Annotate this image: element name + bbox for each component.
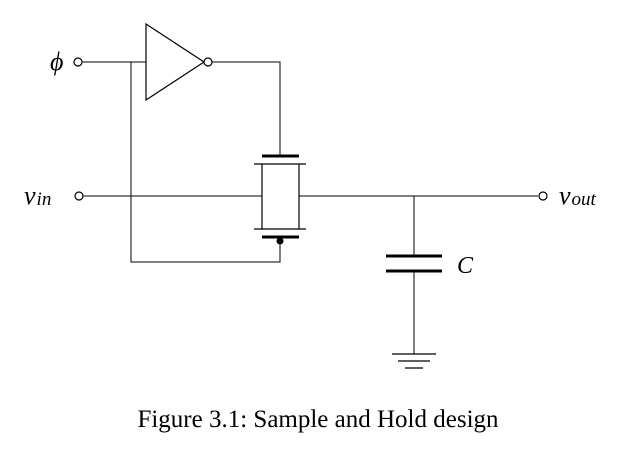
vout-label-base: v bbox=[559, 181, 571, 210]
vout-output-terminal bbox=[538, 191, 548, 201]
figure-caption: Figure 3.1: Sample and Hold design bbox=[137, 406, 499, 433]
inverter-triangle bbox=[145, 22, 206, 102]
phi-to-lower-gate-wire bbox=[130, 62, 281, 263]
vin-input-terminal bbox=[74, 191, 84, 201]
vout-label-sub: out bbox=[572, 189, 597, 210]
phi-label: ϕ bbox=[50, 47, 63, 76]
capacitor-label: C bbox=[457, 253, 474, 279]
ground-icon bbox=[392, 353, 436, 369]
phi-input-terminal bbox=[73, 57, 83, 67]
svg-text:vout: vout bbox=[559, 181, 597, 210]
vin-label-base: v bbox=[24, 181, 36, 210]
inverter-output-wire bbox=[212, 61, 281, 155]
svg-text:vin: vin bbox=[24, 181, 51, 210]
vin-label-sub: in bbox=[37, 189, 52, 210]
inverter-bubble bbox=[203, 57, 213, 67]
tgate-lower-gate-dot bbox=[276, 237, 284, 245]
